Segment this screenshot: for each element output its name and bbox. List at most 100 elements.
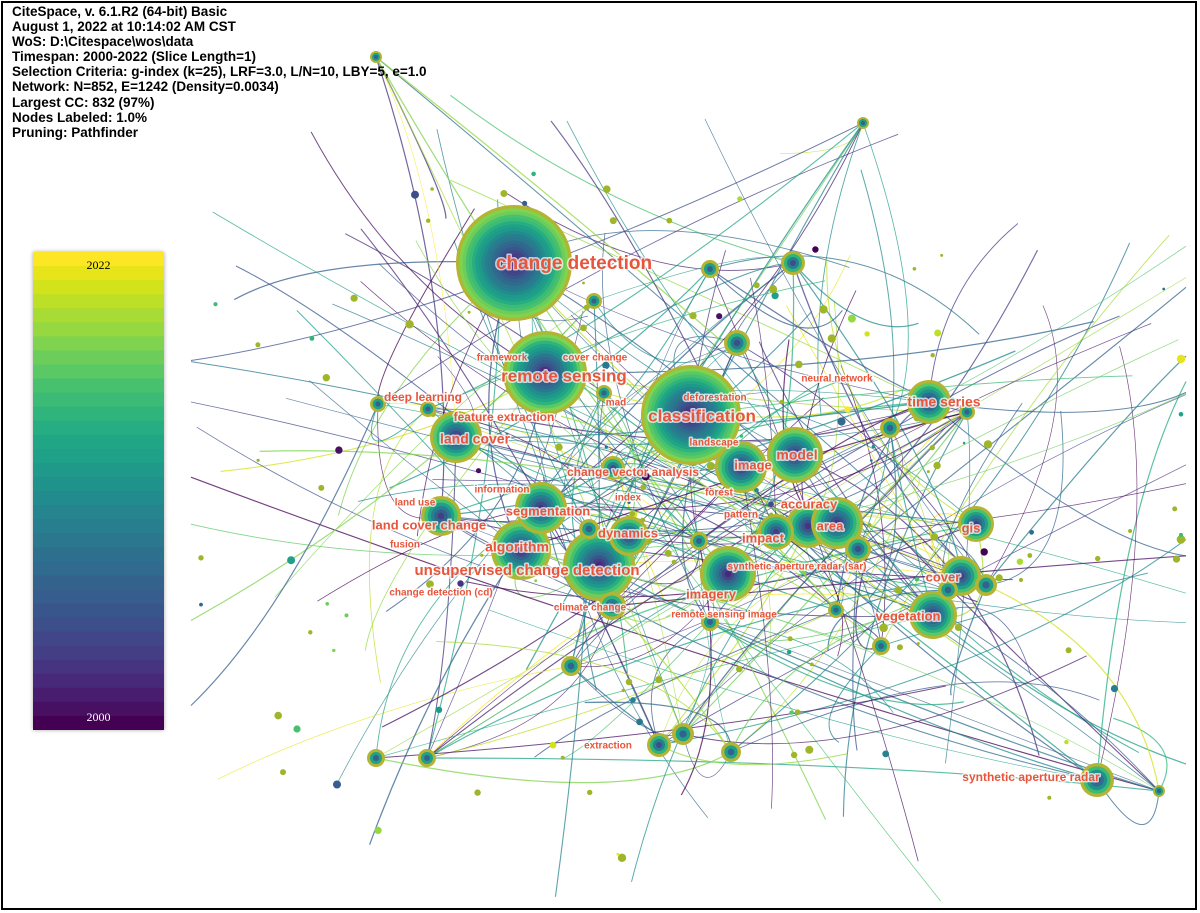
minor-node [580, 324, 587, 332]
network-link [427, 408, 977, 525]
hub-node-layer [367, 51, 1165, 797]
minor-node [625, 678, 633, 686]
data-source: WoS: D:\Citespace\wos\data [12, 34, 194, 50]
network-link [375, 56, 724, 343]
network-link [709, 268, 919, 862]
network-link [310, 131, 546, 374]
keyword-label: landscape [690, 438, 739, 449]
network-link [450, 94, 794, 264]
minor-node [794, 709, 801, 715]
keyword-label: remote sensing [501, 366, 627, 385]
legend-band [33, 280, 164, 295]
network-link [612, 254, 851, 469]
minor-node [627, 501, 631, 504]
year-color-legend: 2022 2000 [33, 252, 164, 731]
minor-node [293, 725, 301, 733]
minor-node [752, 532, 757, 536]
minor-node [837, 417, 846, 426]
keyword-node [515, 482, 567, 534]
legend-band [33, 519, 164, 534]
minor-node [995, 574, 1003, 582]
minor-node [426, 580, 434, 589]
minor-node [500, 190, 508, 197]
minor-node [809, 662, 814, 667]
node-ring [541, 369, 549, 377]
keyword-node [880, 418, 900, 438]
legend-band [33, 294, 164, 309]
minor-node [736, 665, 743, 673]
keyword-node [596, 385, 612, 401]
node-ring [437, 512, 445, 520]
minor-node [805, 745, 814, 754]
node-ring [727, 748, 735, 756]
minor-node [1176, 354, 1186, 364]
keyword-label: fusion [390, 540, 420, 551]
keyword-node [672, 723, 694, 745]
keyword-label: mad [606, 398, 627, 409]
keyword-label: climate change [554, 603, 627, 614]
keyword-node [647, 733, 671, 757]
keyword-node [421, 496, 461, 536]
minor-node [616, 852, 620, 856]
minor-node [962, 441, 966, 445]
network-link [928, 245, 1187, 403]
minor-node [690, 609, 695, 614]
node-ring [656, 742, 662, 748]
network-link [286, 397, 809, 527]
network-link [426, 757, 1160, 792]
node-ring [878, 643, 884, 649]
node-ring [585, 525, 593, 533]
minor-node [739, 434, 744, 438]
minor-node [430, 187, 434, 191]
minor-node [1162, 287, 1166, 291]
keyword-node [701, 260, 719, 278]
keyword-label: land cover change [372, 517, 486, 532]
network-link [190, 361, 838, 524]
node-ring [625, 532, 633, 540]
network-link [709, 621, 894, 713]
keyword-label: neural network [801, 374, 873, 385]
minor-node [1047, 795, 1052, 800]
node-ring [833, 519, 841, 527]
network-link [794, 454, 882, 647]
network-link [455, 436, 837, 611]
network-link [1096, 779, 1160, 825]
network-link [370, 403, 429, 442]
network-link [945, 411, 971, 764]
minor-node [867, 522, 872, 527]
minor-node [198, 555, 204, 561]
minor-node [933, 461, 941, 470]
legend-band [33, 462, 164, 478]
minor-node [655, 676, 663, 684]
minor-node [664, 549, 672, 557]
minor-node [671, 559, 677, 565]
minor-node [737, 196, 743, 202]
node-ring [610, 465, 616, 471]
keyword-node [845, 536, 871, 562]
keyword-label: information [475, 485, 530, 496]
minor-node [983, 440, 993, 449]
network-link [893, 530, 1160, 792]
minor-node [309, 336, 315, 341]
legend-band [33, 350, 164, 366]
keyword-node [701, 613, 719, 631]
legend-band [33, 322, 164, 337]
minor-node [896, 644, 903, 651]
minor-node [630, 697, 636, 703]
run-timestamp: August 1, 2022 at 10:14:02 AM CST [12, 19, 236, 35]
node-ring [804, 522, 812, 530]
keyword-node [700, 546, 756, 602]
minor-node [768, 501, 774, 508]
keyword-label: cover [926, 569, 961, 584]
network-link [360, 281, 838, 524]
network-link [857, 286, 1187, 550]
minor-node [940, 253, 944, 257]
minor-node [1178, 412, 1184, 417]
legend-band [33, 659, 164, 675]
minor-node [882, 750, 890, 758]
network-link [658, 464, 1187, 746]
software-version: CiteSpace, v. 6.1.R2 (64-bit) Basic [12, 4, 228, 19]
network-link [826, 259, 977, 525]
network-link [704, 118, 987, 586]
minor-node [405, 320, 414, 329]
